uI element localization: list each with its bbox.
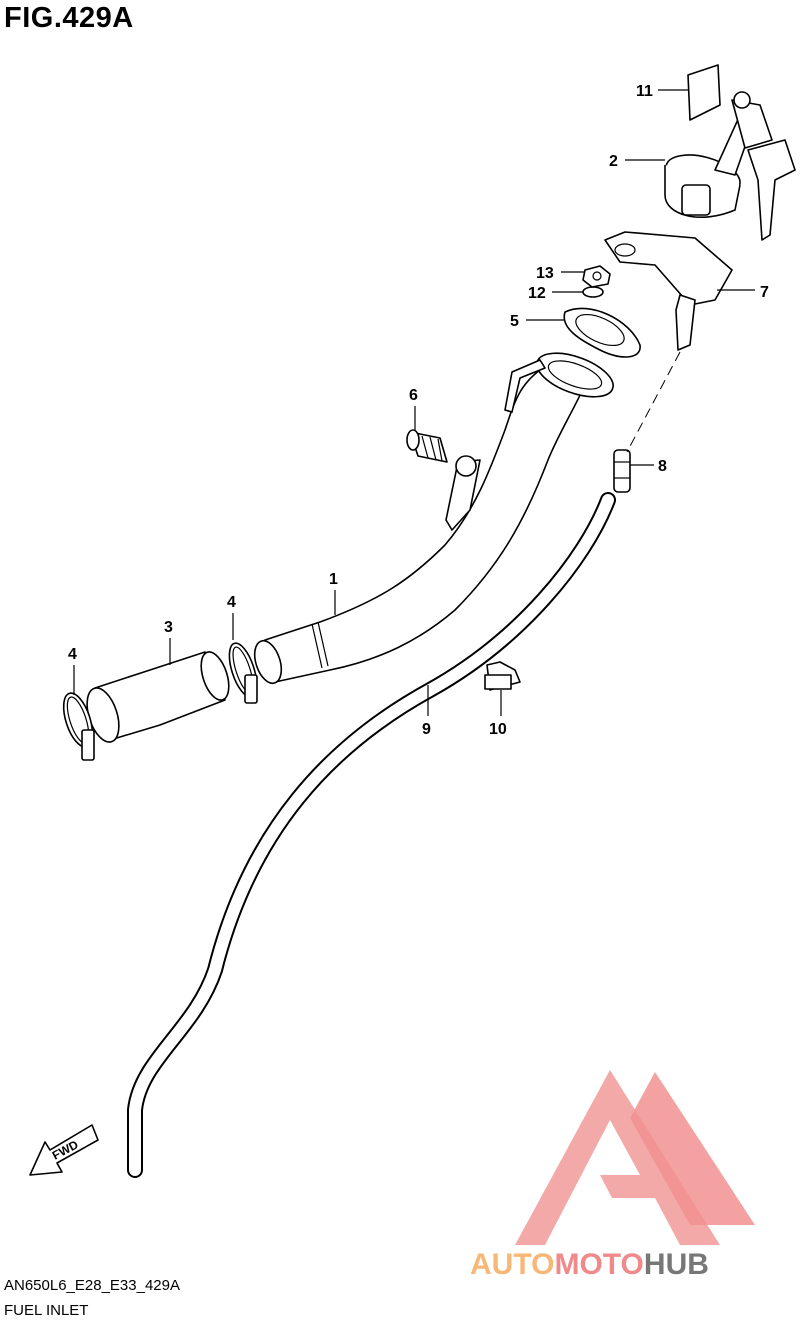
callout-6: 6 bbox=[409, 387, 418, 430]
callouts: 1 2 3 4 4 5 6 7 8 9 10 11 12 13 bbox=[68, 83, 769, 738]
callout-13: 13 bbox=[536, 265, 585, 282]
svg-text:6: 6 bbox=[409, 387, 418, 404]
watermark-auto: AUTO bbox=[470, 1248, 554, 1281]
breather-hose bbox=[127, 492, 616, 1178]
watermark-hub: HUB bbox=[644, 1248, 709, 1281]
filler-neck bbox=[253, 352, 614, 685]
watermark-text: AUTOMOTOHUB bbox=[470, 1248, 709, 1281]
nut bbox=[582, 265, 611, 288]
svg-text:13: 13 bbox=[536, 265, 554, 282]
callout-4-left: 4 bbox=[68, 646, 77, 695]
hose-clamp-right bbox=[228, 642, 258, 704]
svg-text:4: 4 bbox=[68, 646, 77, 663]
svg-text:8: 8 bbox=[658, 458, 667, 475]
dashed-leader bbox=[626, 351, 681, 453]
svg-text:9: 9 bbox=[422, 721, 431, 738]
hose-clip bbox=[484, 661, 521, 691]
figure-title: FIG.429A bbox=[4, 2, 134, 34]
svg-text:12: 12 bbox=[528, 285, 546, 302]
svg-text:1: 1 bbox=[329, 571, 338, 588]
svg-text:11: 11 bbox=[636, 83, 653, 100]
callout-12: 12 bbox=[528, 285, 583, 302]
model-code: AN650L6_E28_E33_429A bbox=[4, 1277, 180, 1294]
svg-text:3: 3 bbox=[164, 619, 173, 636]
section-name: FUEL INLET bbox=[4, 1302, 89, 1319]
watermark-moto: MOTO bbox=[554, 1248, 643, 1281]
callout-7: 7 bbox=[717, 284, 769, 301]
callout-3: 3 bbox=[164, 619, 173, 665]
connector-hose bbox=[86, 651, 230, 743]
svg-text:5: 5 bbox=[510, 313, 519, 330]
forward-arrow: FWD bbox=[29, 1124, 99, 1176]
key-plate bbox=[687, 64, 721, 121]
callout-4-right: 4 bbox=[227, 594, 236, 640]
hose-clamp-left bbox=[62, 692, 95, 761]
cap-bracket bbox=[604, 231, 733, 351]
svg-text:10: 10 bbox=[489, 721, 507, 738]
washer bbox=[582, 286, 604, 298]
watermark-logo bbox=[515, 1070, 755, 1245]
svg-text:2: 2 bbox=[609, 153, 618, 170]
hose-joint bbox=[613, 449, 631, 493]
fuel-cap bbox=[664, 91, 796, 241]
callout-9: 9 bbox=[422, 685, 431, 738]
callout-2: 2 bbox=[609, 153, 665, 170]
callout-5: 5 bbox=[510, 313, 565, 330]
callout-11: 11 bbox=[636, 83, 688, 100]
callout-10: 10 bbox=[489, 690, 507, 738]
grommet bbox=[406, 429, 448, 463]
callout-8: 8 bbox=[630, 458, 667, 475]
gasket bbox=[563, 307, 641, 358]
svg-text:7: 7 bbox=[760, 284, 769, 301]
callout-1: 1 bbox=[329, 571, 338, 615]
svg-text:4: 4 bbox=[227, 594, 236, 611]
